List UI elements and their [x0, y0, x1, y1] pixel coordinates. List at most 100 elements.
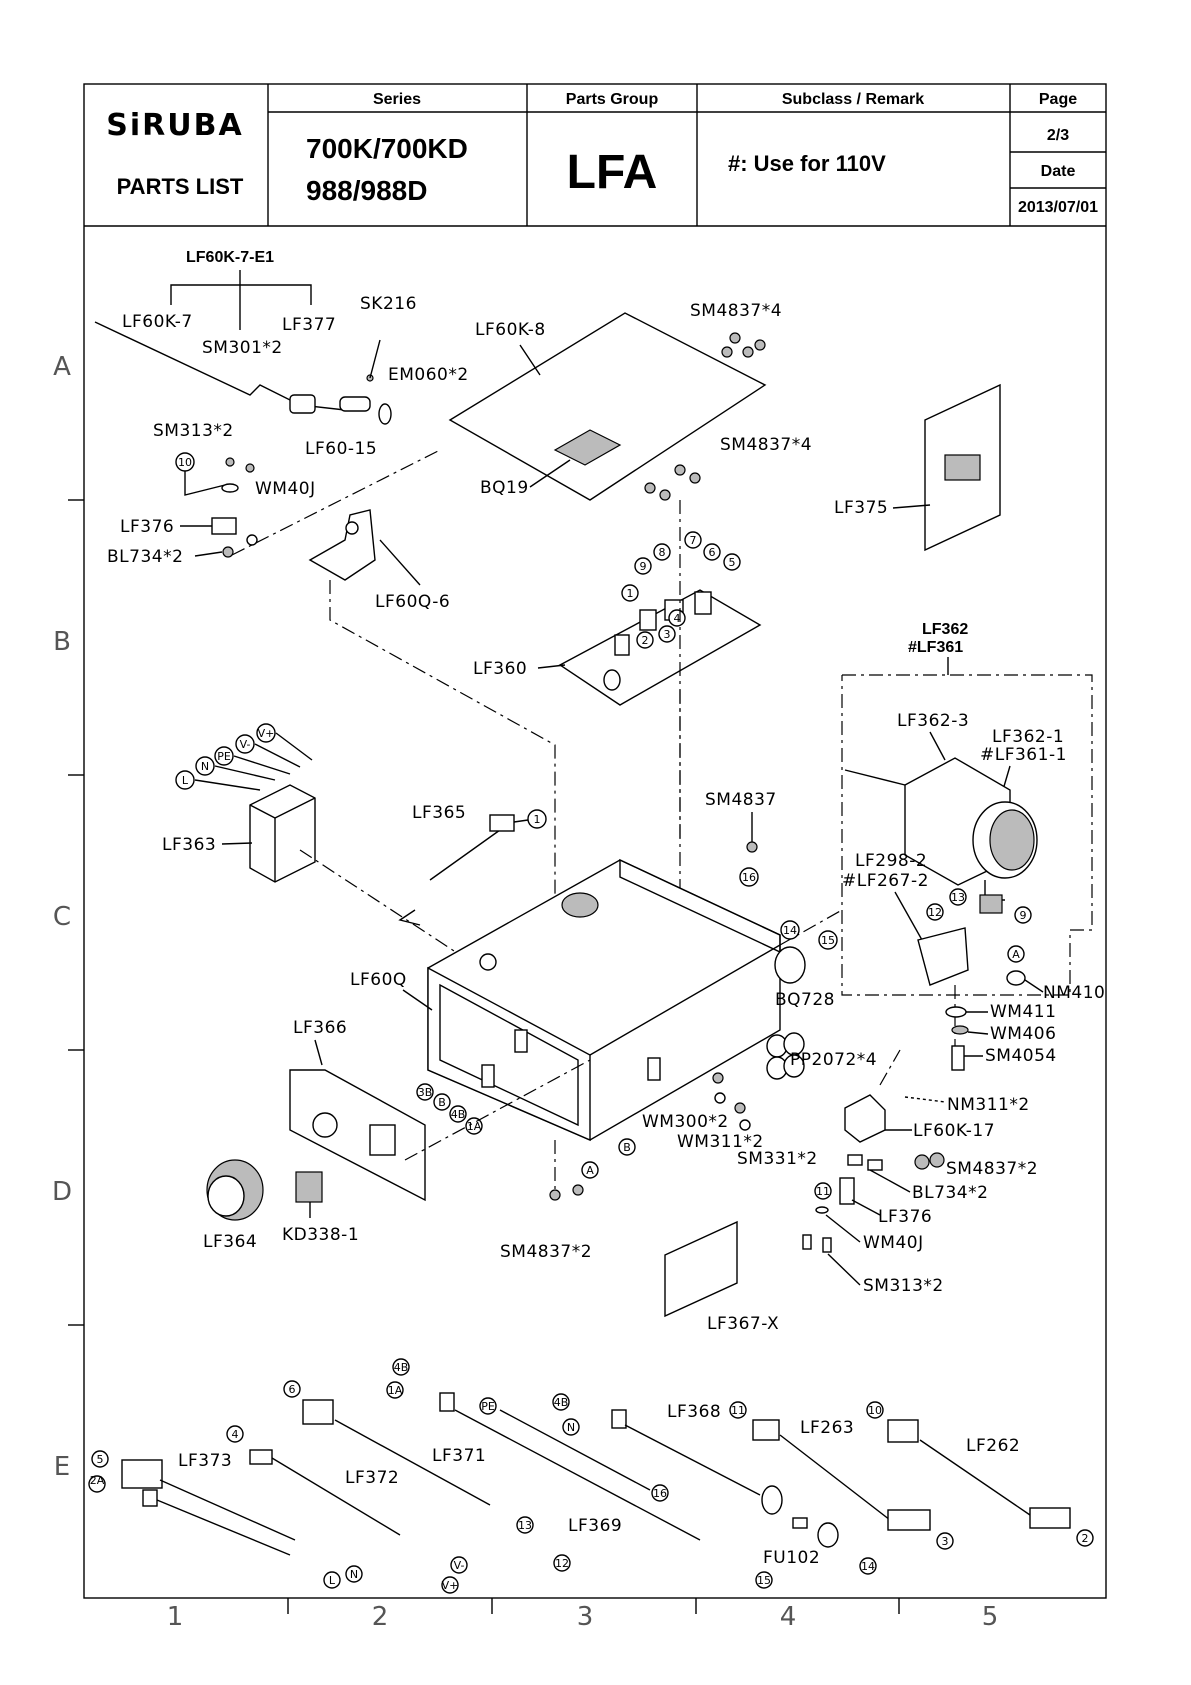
bq728-bushing	[774, 946, 806, 984]
svg-text:10: 10	[868, 1404, 882, 1417]
lf371-cable: 6 13 12	[283, 1380, 571, 1572]
callout-sm4837-2b: SM4837*2	[500, 1242, 592, 1262]
svg-text:12: 12	[928, 906, 942, 919]
callout-pp2072: PP2072*4	[790, 1050, 877, 1070]
callout-sm313b: SM313*2	[863, 1276, 944, 1296]
svg-text:B: B	[438, 1096, 446, 1109]
lf366-panel	[289, 1069, 426, 1202]
lf360-pcb	[558, 589, 762, 706]
series-line2: 988/988D	[306, 175, 427, 206]
col-label-2: 2	[372, 1602, 389, 1632]
svg-text:1: 1	[534, 813, 541, 826]
callout-lf366: LF366	[293, 1018, 347, 1038]
lf369-cable: 4B 1A PE 16 15	[386, 1358, 773, 1589]
callout-lf368: LF368	[667, 1402, 721, 1422]
callout-bl734a: BL734*2	[107, 547, 183, 567]
callout-lf60q: LF60Q	[350, 970, 407, 990]
svg-text:1A: 1A	[467, 1120, 482, 1133]
callout-wm40jb: WM40J	[863, 1233, 924, 1253]
svg-text:2A: 2A	[90, 1474, 105, 1487]
svg-text:14: 14	[861, 1560, 875, 1573]
lf263-cable: 11 3	[729, 1401, 954, 1550]
lf368-cable: 4B N 14	[552, 1393, 877, 1575]
callout-sm4837-2a: SM4837*2	[946, 1159, 1038, 1179]
callout-sk216: SK216	[360, 294, 417, 314]
lf376-block	[211, 517, 237, 535]
callout-lf372: LF372	[345, 1468, 399, 1488]
date-label: Date	[1041, 163, 1076, 180]
callout-lf376a: LF376	[120, 517, 174, 537]
svg-text:4B: 4B	[451, 1108, 466, 1121]
brand-logo: SiRUBA	[106, 108, 243, 143]
row-label-b: B	[53, 627, 71, 657]
callout-lf376b: LF376	[878, 1207, 932, 1227]
svg-text:N: N	[201, 760, 209, 773]
svg-text:A: A	[1012, 948, 1020, 961]
parts-group-value: LFA	[567, 146, 658, 199]
parts-group-label: Parts Group	[566, 91, 659, 108]
svg-text:1A: 1A	[388, 1384, 403, 1397]
callout-sm4837-4a: SM4837*4	[690, 301, 782, 321]
callout-lf362-3: LF362-3	[897, 711, 969, 731]
row-label-d: D	[52, 1177, 72, 1207]
callout-wm40ja: WM40J	[255, 479, 316, 499]
callout-lf377: LF377	[282, 315, 336, 335]
callout-sm4837: SM4837	[705, 790, 777, 810]
callout-sm301: SM301*2	[202, 338, 283, 358]
svg-text:15: 15	[757, 1574, 771, 1587]
col-label-5: 5	[982, 1602, 999, 1632]
page-frame	[83, 83, 1107, 1599]
svg-text:PE: PE	[481, 1400, 495, 1413]
callout-nm311: NM311*2	[947, 1095, 1030, 1115]
lf367x-plate	[664, 1220, 738, 1318]
svg-text:9: 9	[1020, 909, 1027, 922]
page-label: Page	[1039, 91, 1077, 108]
callout-lf6015: LF60-15	[305, 439, 377, 459]
svg-text:4: 4	[232, 1428, 239, 1441]
svg-text:4: 4	[674, 612, 681, 625]
svg-text:PE: PE	[217, 750, 231, 763]
callout-lf60q6: LF60Q-6	[375, 592, 450, 612]
svg-text:5: 5	[97, 1453, 104, 1466]
svg-text:16: 16	[742, 871, 756, 884]
lf262-cable: 10 2	[866, 1401, 1094, 1547]
svg-text:4B: 4B	[394, 1361, 409, 1374]
svg-text:8: 8	[659, 546, 666, 559]
svg-text:3: 3	[664, 628, 671, 641]
svg-text:V-: V-	[454, 1559, 465, 1572]
callout-lf360: LF360	[473, 659, 527, 679]
svg-text:6: 6	[289, 1383, 296, 1396]
svg-text:2: 2	[642, 634, 649, 647]
callout-lf365: LF365	[412, 803, 466, 823]
svg-text:L: L	[329, 1574, 336, 1587]
callout-em060: EM060*2	[388, 365, 469, 385]
callout-lf375: LF375	[834, 498, 888, 518]
col-label-4: 4	[780, 1602, 797, 1632]
svg-text:1: 1	[627, 587, 634, 600]
svg-text:L: L	[182, 774, 189, 787]
lf363-terminals: L N PE V- V+	[175, 723, 276, 790]
callout-sm4837-4b: SM4837*4	[720, 435, 812, 455]
callout-lf60k8: LF60K-8	[475, 320, 546, 340]
svg-text:13: 13	[951, 891, 965, 904]
svg-text:4B: 4B	[554, 1396, 569, 1409]
subclass-label: Subclass / Remark	[782, 91, 924, 108]
lf363-transformer	[249, 784, 316, 883]
callout-lf373: LF373	[178, 1451, 232, 1471]
row-label-c: C	[53, 902, 71, 932]
svg-text:3: 3	[942, 1535, 949, 1548]
svg-text:5: 5	[729, 556, 736, 569]
svg-text:14: 14	[783, 924, 797, 937]
series-label: Series	[373, 91, 421, 108]
svg-text:12: 12	[555, 1557, 569, 1570]
callout-lf262: LF262	[966, 1436, 1020, 1456]
label-sticker	[553, 429, 622, 466]
callout-fu102: FU102	[763, 1548, 820, 1568]
lf373-cable: 5 2A L N	[88, 1450, 363, 1589]
lf60q6-bracket	[308, 509, 376, 581]
callout-wm300: WM300*2	[642, 1112, 729, 1132]
lf60k17-bracket	[844, 1094, 886, 1143]
row-label-e: E	[54, 1452, 70, 1482]
callout-bq19: BQ19	[480, 478, 529, 498]
svg-text:16: 16	[653, 1487, 667, 1500]
